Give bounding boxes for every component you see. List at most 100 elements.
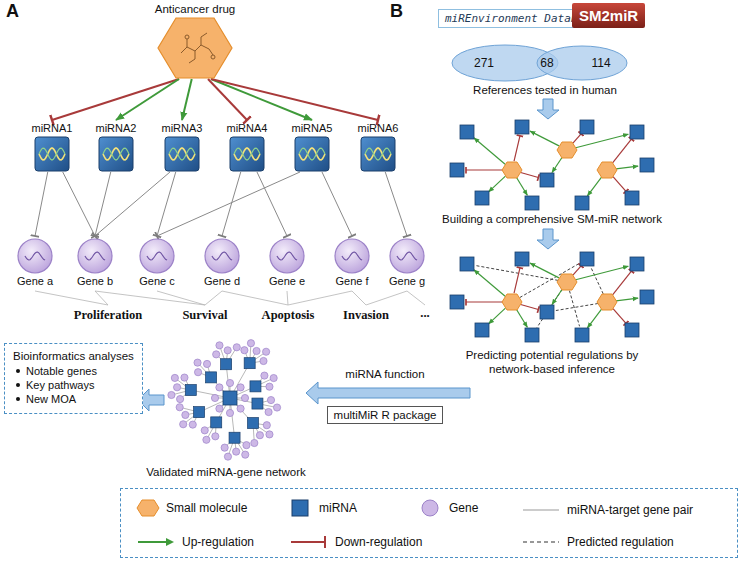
target-pair-line: [63, 172, 95, 236]
mirna-node: miRNA4: [227, 122, 268, 172]
target-pair-line: [222, 172, 241, 236]
analysis-item: Key pathways: [26, 379, 94, 391]
gene-icon: [269, 238, 305, 274]
target-pair-line: [95, 172, 170, 236]
function-label: Invasion: [343, 308, 389, 323]
gene-node: Gene d: [204, 238, 240, 287]
leader-line: [407, 291, 425, 305]
leader-line: [95, 291, 205, 305]
mirna-label: miRNA5: [292, 122, 333, 134]
analysis-box: Bioinformatics analysesNotable genesKey …: [4, 343, 143, 414]
gene-node: Gene c: [139, 238, 175, 287]
legend-text: miRNA-target gene pair: [567, 503, 693, 517]
analysis-item: Notable genes: [26, 365, 97, 377]
legend-text: miRNA: [319, 501, 357, 515]
panel-letter: A: [6, 1, 19, 22]
down-regulation-line: [52, 79, 179, 120]
bullet-dot: [16, 397, 20, 401]
mirna-node: miRNA3: [162, 122, 203, 172]
gene-node: Gene g: [389, 238, 425, 287]
target-pair-line: [157, 172, 300, 236]
drug-label: Anticancer drug: [155, 3, 236, 15]
database-logo: SM2miR: [572, 3, 645, 28]
panel-letter: B: [390, 1, 403, 22]
legend-sample: [419, 498, 443, 518]
gene-label: Gene e: [269, 275, 305, 287]
target-pair-line: [95, 172, 111, 236]
function-label: ...: [420, 306, 429, 321]
mirna-icon: [98, 136, 134, 172]
leader-line: [222, 291, 288, 305]
leader-line: [205, 291, 222, 305]
analysis-heading: Bioinformatics analyses: [13, 350, 134, 362]
gene-label: Gene b: [77, 275, 113, 287]
leader-line: [95, 291, 108, 305]
gene-node: Gene e: [269, 238, 305, 287]
mirna-node: miRNA1: [32, 122, 73, 172]
function-label: Survival: [182, 308, 227, 323]
mirna-label: miRNA1: [32, 122, 73, 134]
arrow-label: miRNA function: [345, 368, 424, 380]
legend-item: Gene: [419, 498, 478, 518]
venn-count: 114: [591, 56, 610, 70]
leader-line: [352, 291, 366, 305]
bullet-dot: [16, 369, 20, 373]
function-label: Apoptosis: [262, 308, 315, 323]
up-regulation-arrow: [182, 79, 192, 120]
step-caption: References tested in human: [473, 84, 617, 96]
flow-arrow: [306, 382, 470, 404]
network-illustration: [450, 252, 654, 342]
mirna-label: miRNA2: [96, 122, 137, 134]
package-box: multiMiR R package: [327, 406, 444, 424]
mirna-icon: [34, 136, 70, 172]
down-regulation-line: [211, 79, 378, 120]
mirna-icon: [360, 136, 396, 172]
legend-item: Up-regulation: [136, 532, 254, 552]
gene-label: Gene g: [389, 275, 425, 287]
mirna-icon: [294, 136, 330, 172]
target-pair-line: [157, 172, 176, 236]
legend-sample: [521, 532, 561, 552]
legend-sample: [289, 532, 329, 552]
flow-arrow: [537, 99, 559, 119]
gene-label: Gene a: [17, 275, 53, 287]
venn-count: 271: [474, 56, 494, 70]
gene-icon: [77, 238, 113, 274]
gene-icon: [17, 238, 53, 274]
legend-item: miRNA: [289, 498, 357, 518]
gene-label: Gene f: [334, 275, 370, 287]
network-illustration: [168, 340, 281, 461]
leader-line: [157, 291, 205, 305]
leader-line: [35, 291, 108, 305]
leader-line: [287, 291, 288, 305]
legend-item: Small molecule: [136, 498, 247, 518]
bullet-dot: [16, 383, 20, 387]
up-regulation-arrow: [116, 79, 179, 120]
function-label: Proliferation: [74, 308, 143, 323]
step-caption: Building a comprehensive SM-miR network: [442, 213, 662, 225]
legend-sample: [289, 498, 313, 518]
legend-item: Predicted regulation: [521, 532, 674, 552]
target-pair-line: [385, 172, 407, 236]
mirna-icon: [164, 136, 200, 172]
gene-node: Gene f: [334, 238, 370, 287]
bullet-row: Key pathways: [13, 379, 134, 391]
gene-icon: [139, 238, 175, 274]
legend-sample: [136, 532, 176, 552]
gene-icon: [204, 238, 240, 274]
target-pair-line: [257, 172, 287, 236]
legend-item: Down-regulation: [289, 532, 422, 552]
leader-line: [366, 291, 407, 305]
mirna-label: miRNA4: [227, 122, 268, 134]
gene-node: Gene b: [77, 238, 113, 287]
step-caption: Validated miRNA-gene network: [146, 466, 306, 478]
gene-icon: [389, 238, 425, 274]
legend-text: Small molecule: [166, 501, 247, 515]
legend-item: miRNA-target gene pair: [521, 500, 693, 520]
mirna-label: miRNA3: [162, 122, 203, 134]
flow-arrow: [537, 229, 559, 249]
leader-line: [288, 291, 352, 305]
target-pair-line: [322, 172, 352, 236]
venn-count: 68: [540, 56, 553, 70]
gene-label: Gene c: [139, 275, 175, 287]
